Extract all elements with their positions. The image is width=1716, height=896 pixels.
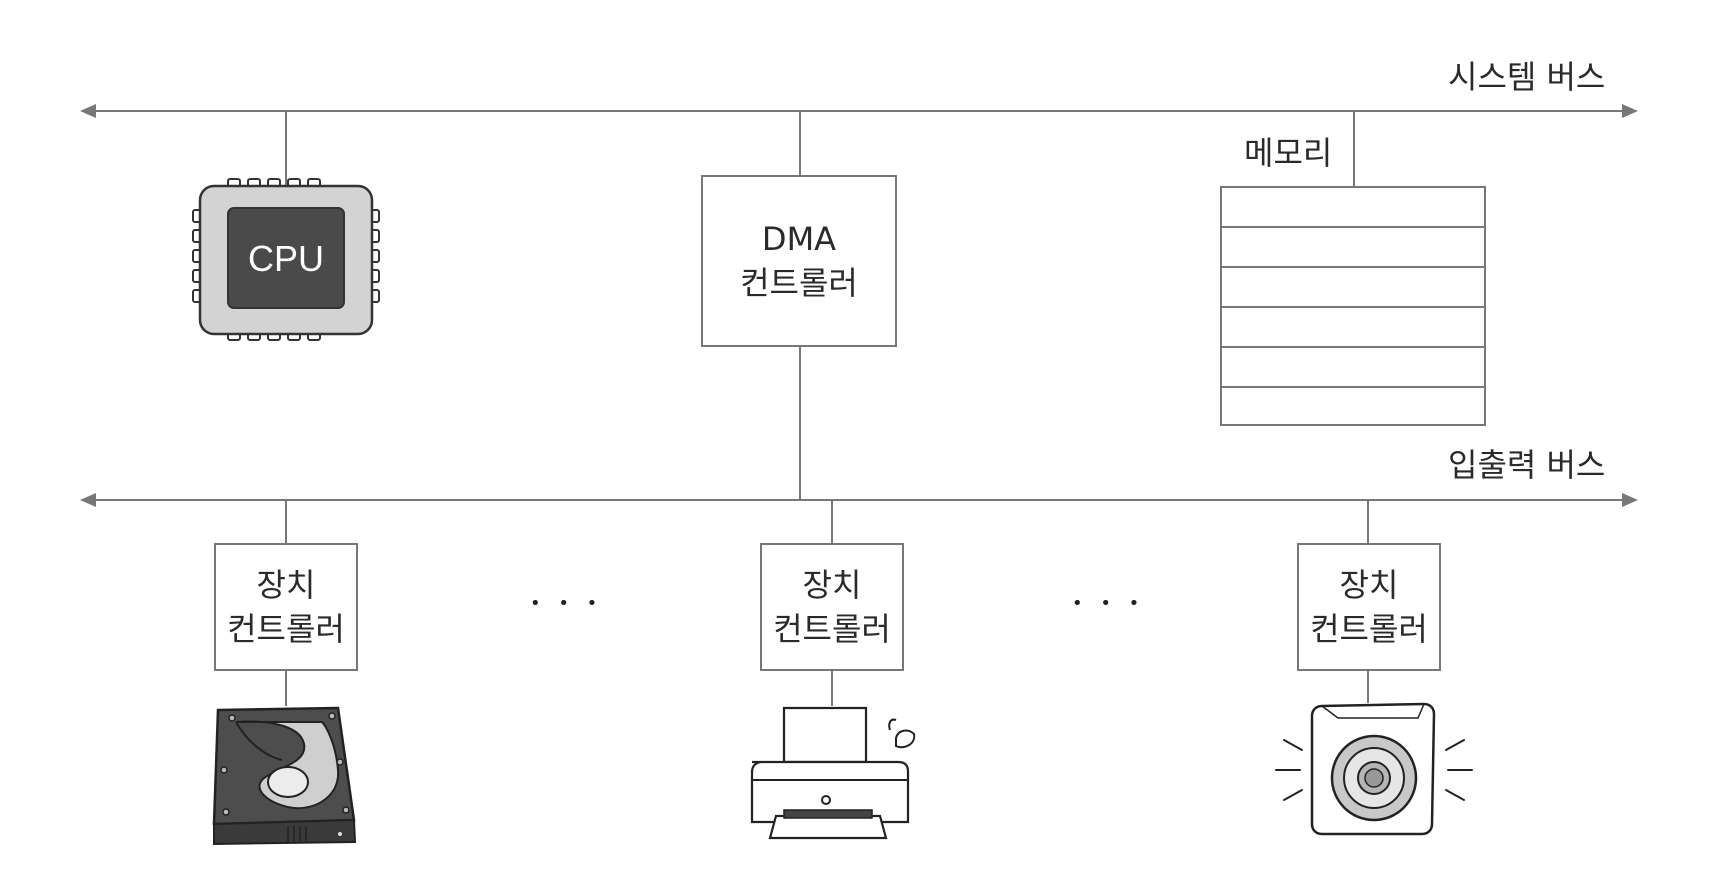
device-controller-box: 장치 컨트롤러: [1297, 543, 1441, 671]
memory-row: [1222, 306, 1484, 308]
memory-label: 메모리: [1244, 134, 1333, 172]
hard-disk-icon: [212, 706, 357, 846]
device-controller-box: 장치 컨트롤러: [214, 543, 358, 671]
dma-controller-box: DMA 컨트롤러: [701, 175, 897, 347]
memory-row: [1222, 386, 1484, 388]
cpu-chip-icon: [192, 178, 380, 341]
device-controller-line1: 장치: [256, 566, 316, 604]
memory-row: [1222, 226, 1484, 228]
io-bus-right-arrow-icon: [1622, 493, 1638, 507]
dma-controller-line2: 컨트롤러: [740, 264, 858, 302]
device-controller-line1: 장치: [802, 566, 862, 604]
io-bus-label: 입출력 버스: [1448, 446, 1606, 484]
printer-icon: [750, 706, 916, 840]
device-controller-line2: 컨트롤러: [1310, 610, 1428, 648]
cpu-label: CPU: [247, 238, 324, 279]
memory-row: [1222, 266, 1484, 268]
speaker-icon: [1275, 702, 1473, 836]
dma-controller-line1: DMA: [761, 220, 837, 258]
device-controller-line2: 컨트롤러: [227, 610, 345, 648]
ellipsis-dots: • • •: [530, 593, 604, 614]
device-controller-line1: 장치: [1339, 566, 1399, 604]
system-bus-left-arrow-icon: [80, 104, 96, 118]
device-controller-box: 장치 컨트롤러: [760, 543, 904, 671]
io-bus-left-arrow-icon: [80, 493, 96, 507]
system-bus-label: 시스템 버스: [1448, 58, 1606, 96]
device-controller-line2: 컨트롤러: [773, 610, 891, 648]
system-bus-right-arrow-icon: [1622, 104, 1638, 118]
memory-block: [1220, 186, 1486, 426]
memory-row: [1222, 346, 1484, 348]
ellipsis-dots: • • •: [1072, 593, 1146, 614]
